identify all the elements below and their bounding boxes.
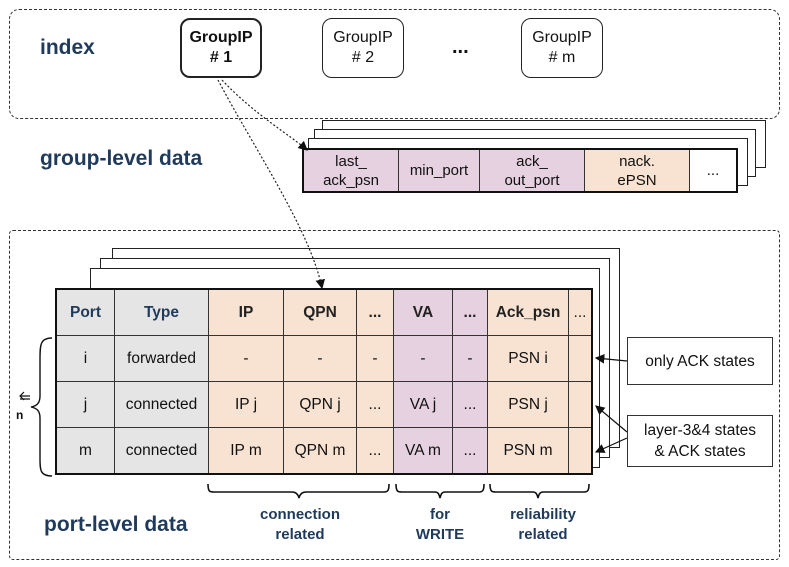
port-row-j-va: VA j xyxy=(393,381,453,428)
port-level-table: Port Type IP QPN ... VA ... Ack_psn ... … xyxy=(55,288,593,475)
arrow-layer-states-j xyxy=(595,405,628,433)
port-row-m-type: connected xyxy=(114,427,209,475)
port-row-i-ip: - xyxy=(208,335,284,382)
group-level-table: last_ ack_psn min_port ack_ out_port nac… xyxy=(302,148,738,193)
note-ack-only: only ACK states xyxy=(627,337,773,385)
port-header-ack-psn: Ack_psn xyxy=(487,288,569,336)
pointer-to-port-data xyxy=(217,79,325,290)
port-header-ellipsis-1: ... xyxy=(356,288,394,336)
note-layer-states: layer-3&4 states & ACK states xyxy=(627,415,773,467)
port-row-m-va: VA m xyxy=(393,427,453,475)
port-row-i-va: - xyxy=(393,335,453,382)
port-row-i-extra xyxy=(568,335,593,382)
port-header-ellipsis-2: ... xyxy=(452,288,488,336)
arrow-layer-states-m xyxy=(594,437,628,453)
port-row-j-qpn: QPN j xyxy=(283,381,357,428)
port-row-m-qpn: QPN m xyxy=(283,427,357,475)
brace-write xyxy=(395,483,485,499)
index-region xyxy=(9,9,780,119)
port-row-j-ellipsis-1: ... xyxy=(356,381,394,428)
port-row-i-ellipsis-1: - xyxy=(356,335,394,382)
port-row-i-type: forwarded xyxy=(114,335,209,382)
port-row-m-ellipsis-1: ... xyxy=(356,427,394,475)
port-level-region xyxy=(9,230,780,560)
port-row-j-ack-psn: PSN j xyxy=(487,381,569,428)
category-for-write: for WRITE xyxy=(415,506,465,543)
port-level-label: port-level data xyxy=(44,513,188,536)
group-cell-last-ack-psn: last_ ack_psn xyxy=(302,148,399,193)
pointer-to-group-data xyxy=(221,79,308,151)
index-label: index xyxy=(40,36,95,59)
port-row-i-ack-psn: PSN i xyxy=(487,335,569,382)
port-row-j-ip: IP j xyxy=(208,381,284,428)
port-row-m-extra xyxy=(568,427,593,475)
n-arrow-icon xyxy=(19,391,30,401)
group-cell-nack-epsn: nack. ePSN xyxy=(584,148,690,193)
group-ip-m: GroupIP # m xyxy=(521,18,603,78)
port-row-i-ellipsis-2: - xyxy=(452,335,488,382)
port-header-qpn: QPN xyxy=(283,288,357,336)
port-row-m-ellipsis-2: ... xyxy=(452,427,488,475)
group-ip-1: GroupIP # 1 xyxy=(180,18,262,78)
n-label: n xyxy=(16,408,24,422)
rows-brace xyxy=(30,337,53,477)
group-ip-2: GroupIP # 2 xyxy=(322,18,404,78)
port-header-ellipsis-3: ... xyxy=(568,288,593,336)
port-row-m-port: m xyxy=(55,427,115,475)
port-row-j-type: connected xyxy=(114,381,209,428)
group-cell-ellipsis: ... xyxy=(689,148,738,193)
port-header-type: Type xyxy=(114,288,209,336)
port-header-va: VA xyxy=(393,288,453,336)
port-header-port: Port xyxy=(55,288,115,336)
index-ellipsis: ... xyxy=(452,36,469,58)
port-header-ip: IP xyxy=(208,288,284,336)
brace-connection xyxy=(207,483,390,499)
port-row-m-ack-psn: PSN m xyxy=(487,427,569,475)
group-cell-min-port: min_port xyxy=(398,148,480,193)
port-row-i-qpn: - xyxy=(283,335,357,382)
port-row-m-ip: IP m xyxy=(208,427,284,475)
port-row-j-port: j xyxy=(55,381,115,428)
category-connection-related: connection related xyxy=(259,506,340,543)
category-reliability-related: reliability related xyxy=(510,506,576,543)
port-row-j-extra xyxy=(568,381,593,428)
group-cell-ack-out-port: ack_ out_port xyxy=(479,148,585,193)
brace-reliability xyxy=(489,483,590,499)
group-level-label: group-level data xyxy=(40,147,203,170)
arrow-ack-only xyxy=(594,354,628,364)
